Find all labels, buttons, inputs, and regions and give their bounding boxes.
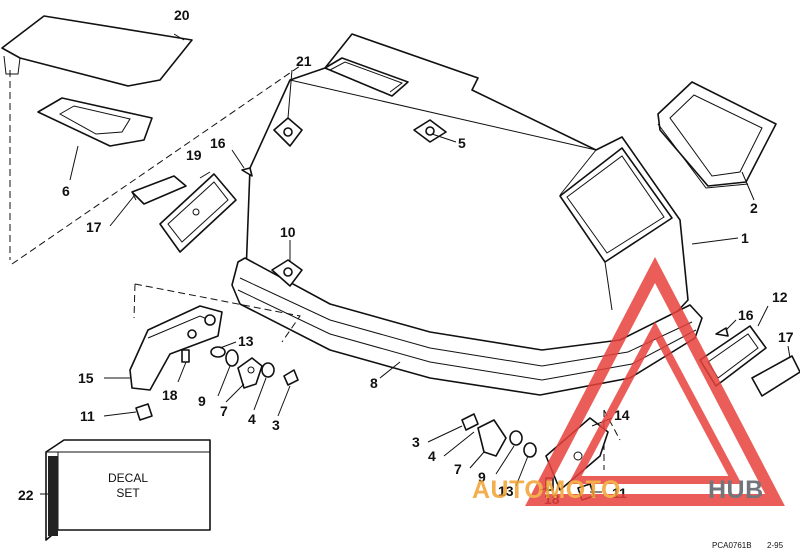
callout-5: 5 (458, 135, 466, 151)
callout-6: 6 (62, 183, 70, 199)
callout-1: 1 (741, 230, 749, 246)
top-cover (1, 15, 193, 87)
callout-20: 20 (174, 7, 190, 23)
callout-14: 14 (614, 407, 630, 423)
callout-3b: 3 (412, 434, 420, 450)
latch-group-upper-left (131, 173, 237, 253)
callout-10: 10 (280, 224, 296, 240)
watermark-text-1: AUTOMOTO (472, 476, 621, 504)
decal-label-line2: SET (116, 486, 140, 500)
watermark-triangle-outer (525, 257, 785, 506)
callout-7a: 7 (220, 403, 228, 419)
decal-label-line1: DECAL (108, 471, 148, 485)
latch-group-left (129, 283, 301, 421)
watermark-triangle-inner (568, 321, 742, 484)
callout-18a: 18 (162, 387, 178, 403)
callout-9a: 9 (198, 393, 206, 409)
drawing-code: PCA0761B (712, 541, 752, 550)
guide-lines (9, 65, 301, 265)
callout-17b: 17 (778, 329, 794, 345)
callout-11a: 11 (80, 408, 95, 424)
callout-15: 15 (78, 370, 94, 386)
callout-4b: 4 (428, 448, 436, 464)
callout-12: 12 (772, 289, 788, 305)
callout-8: 8 (370, 375, 378, 391)
gasket (37, 97, 153, 147)
callout-17a: 17 (86, 219, 102, 235)
callout-2: 2 (750, 200, 758, 216)
callout-13a: 13 (238, 333, 254, 349)
callout-16b: 16 (738, 307, 754, 323)
callout-13b: 13 (498, 483, 514, 499)
callouts: 1 2 3 3 4 4 5 6 7 7 8 9 9 10 11 11 12 13… (18, 7, 794, 507)
latch-group-right (461, 325, 800, 501)
engine-cover (244, 33, 689, 381)
date-code: 2-95 (767, 541, 784, 550)
drawing-codes: PCA0761B 2-95 (712, 541, 784, 550)
callout-7b: 7 (454, 461, 462, 477)
watermark-text-2: HUB (708, 476, 764, 504)
leader-lines (40, 33, 791, 495)
callout-9b: 9 (478, 469, 486, 485)
callout-22: 22 (18, 487, 34, 503)
callout-4a: 4 (248, 411, 256, 427)
window-panel (657, 81, 777, 189)
watermark: AUTOMOTO HUB (472, 257, 785, 506)
callout-19: 19 (186, 147, 202, 163)
callout-16a: 16 (210, 135, 226, 151)
callout-21: 21 (296, 53, 312, 69)
decal-set-box: DECAL SET (45, 439, 211, 542)
callout-3a: 3 (272, 417, 280, 433)
